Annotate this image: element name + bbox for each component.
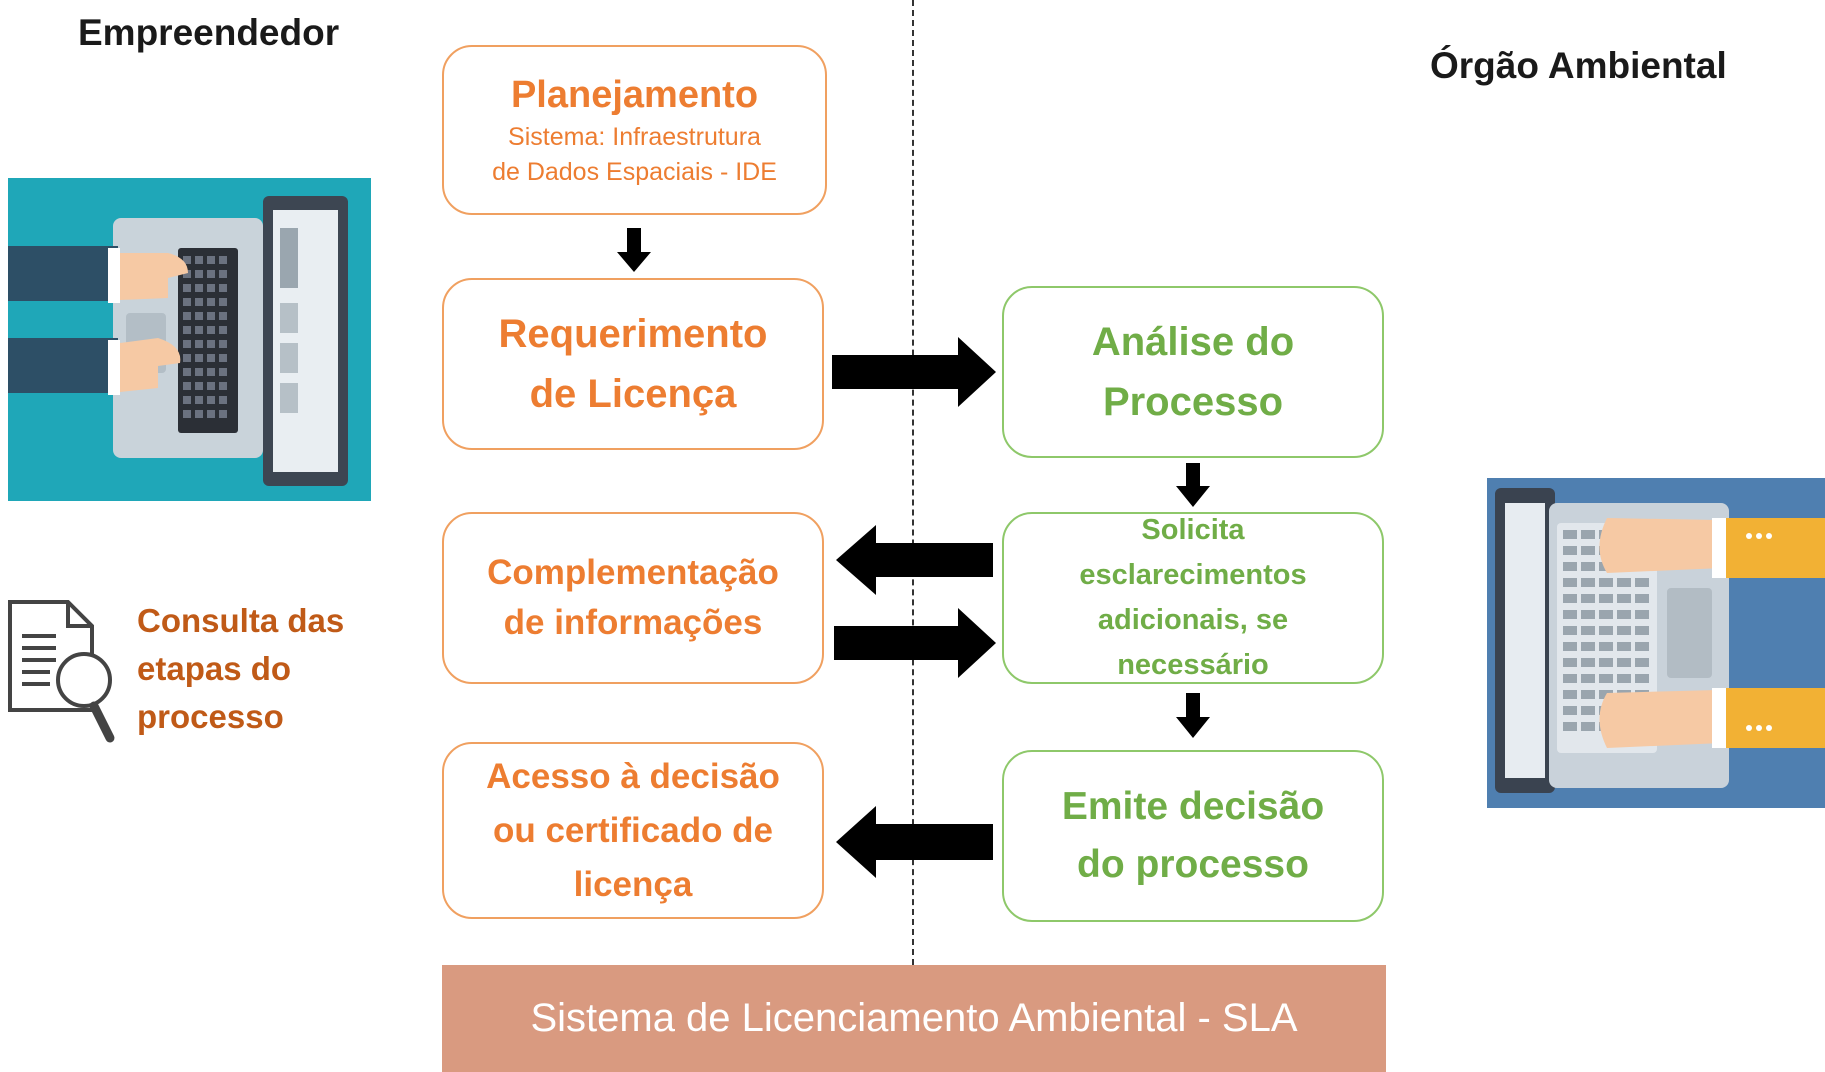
- requerimento-line-1: Requerimento: [498, 312, 768, 356]
- solicita-line-3: adicionais, se: [1097, 604, 1289, 636]
- orgao-ambiental-heading: Órgão Ambiental: [1430, 45, 1727, 86]
- solicita-line-4: necessário: [1117, 649, 1269, 681]
- step-complementacao-informacoes: Complementação de informações: [442, 512, 824, 684]
- arrow-left-solicita-complementacao: [836, 525, 993, 595]
- acesso-line-1: Acesso à decisão: [486, 756, 780, 796]
- step-emite-decisao: Emite decisão do processo: [1002, 750, 1384, 922]
- solicita-line-2: esclarecimentos: [1079, 559, 1307, 591]
- arrow-left-emite-acesso: [836, 806, 993, 878]
- orgao-ambiental-laptop-illustration: [1487, 478, 1825, 808]
- analise-line-1: Análise do: [1091, 320, 1295, 364]
- consulta-line-2: etapas do: [137, 650, 292, 687]
- acesso-line-3: licença: [573, 864, 693, 904]
- step-acesso-decisao: Acesso à decisão ou certificado de licen…: [442, 742, 824, 919]
- arrow-down-solicita-emite: [1176, 693, 1210, 738]
- arrow-down-analise-solicita: [1176, 463, 1210, 507]
- complementacao-line-2: de informações: [503, 603, 763, 642]
- sla-system-bar: Sistema de Licenciamento Ambiental - SLA: [442, 965, 1386, 1072]
- complementacao-line-1: Complementação: [487, 553, 779, 592]
- step-analise-processo: Análise do Processo: [1002, 286, 1384, 458]
- acesso-line-2: ou certificado de: [492, 810, 774, 850]
- planejamento-subtitle-line-1: Sistema: Infraestrutura: [508, 123, 761, 151]
- emite-line-2: do processo: [1077, 843, 1309, 886]
- actor-divider-line: [912, 0, 914, 965]
- analise-line-2: Processo: [1102, 380, 1284, 424]
- planejamento-subtitle-line-2: de Dados Espaciais - IDE: [492, 158, 777, 186]
- empreendedor-heading: Empreendedor: [78, 12, 340, 53]
- arrow-down-planejamento-requerimento: [617, 228, 651, 272]
- empreendedor-laptop-illustration: [8, 178, 371, 501]
- consulta-line-3: processo: [137, 698, 284, 735]
- consulta-line-1: Consulta das: [137, 602, 345, 639]
- requerimento-line-2: de Licença: [529, 372, 737, 416]
- planejamento-title: Planejamento: [510, 74, 759, 116]
- solicita-line-1: Solicita: [1141, 514, 1245, 546]
- step-planejamento: Planejamento Sistema: Infraestrutura de …: [442, 45, 827, 215]
- arrow-right-requerimento-analise: [832, 337, 996, 407]
- arrow-right-complementacao-solicita: [834, 608, 996, 678]
- consulta-etapas-label: Consulta das etapas do processo: [137, 597, 344, 741]
- step-solicita-esclarecimentos: Solicita esclarecimentos adicionais, se …: [1002, 512, 1384, 684]
- emite-line-1: Emite decisão: [1061, 785, 1325, 828]
- document-search-icon: [8, 600, 115, 743]
- step-requerimento-licenca: Requerimento de Licença: [442, 278, 824, 450]
